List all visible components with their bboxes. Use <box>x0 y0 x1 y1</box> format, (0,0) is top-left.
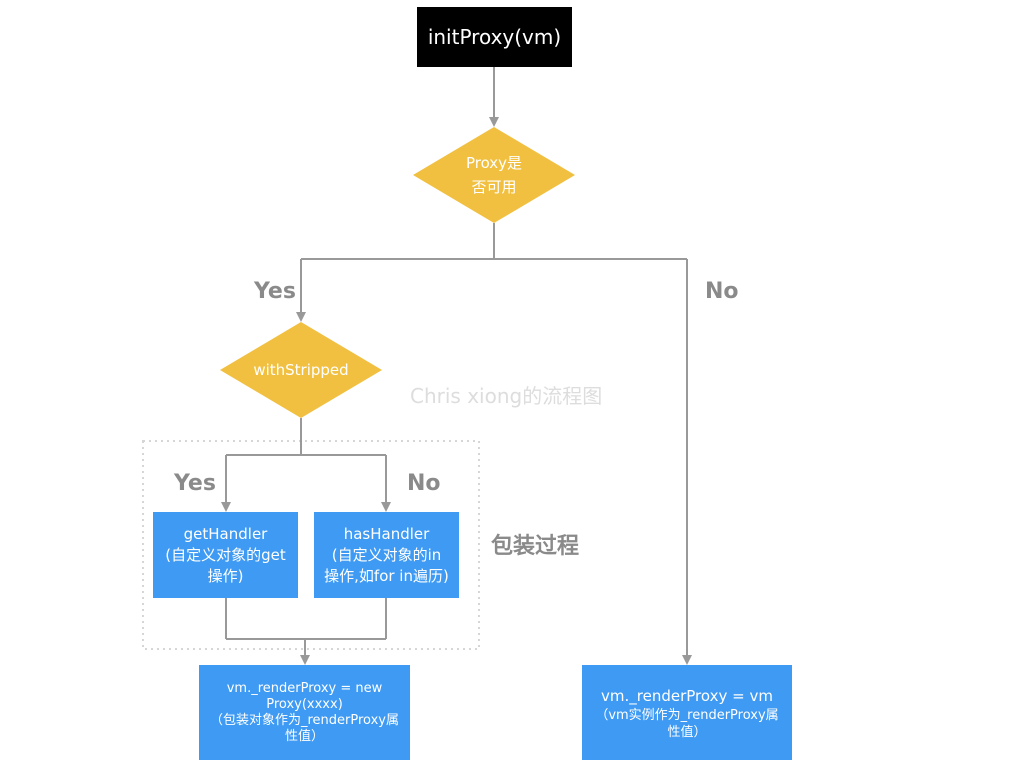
proxy-result-line-3: （包装对象作为_renderProxy属 <box>209 712 399 728</box>
has-handler-box: hasHandler (自定义对象的in 操作,如for in遍历) <box>314 512 459 598</box>
proxy-available-diamond <box>413 127 575 223</box>
proxy-available-line-1: Proxy是 <box>465 154 523 172</box>
get-handler-line-3: 操作) <box>207 566 244 585</box>
stripped-no-label: No <box>407 471 441 496</box>
render-proxy-new-proxy-box: vm._renderProxy = new Proxy(xxxx) （包装对象作… <box>199 665 410 760</box>
proxy-yes-label: Yes <box>254 279 296 304</box>
render-proxy-vm-box: vm._renderProxy = vm （vm实例作为_renderProxy… <box>582 665 792 760</box>
init-proxy-label: initProxy(vm) <box>427 25 562 49</box>
proxy-available-decision: Proxy是 否可用 <box>434 151 554 199</box>
proxy-result-line-2: Proxy(xxxx) <box>266 696 343 712</box>
init-proxy-start-node: initProxy(vm) <box>417 7 572 67</box>
with-stripped-diamond <box>220 322 382 418</box>
proxy-result-line-1: vm._renderProxy = new <box>226 680 383 696</box>
proxy-result-line-4: 性值） <box>284 728 324 744</box>
has-handler-line-2: (自定义对象的in <box>331 545 442 564</box>
proxy-no-label: No <box>705 279 739 304</box>
proxy-available-line-2: 否可用 <box>471 178 517 196</box>
with-stripped-decision: withStripped <box>236 358 366 382</box>
wrapping-process-label: 包装过程 <box>491 534 580 559</box>
has-handler-line-3: 操作,如for in遍历) <box>324 566 449 585</box>
vm-result-line-3: 性值） <box>667 724 707 740</box>
vm-result-line-2: （vm实例作为_renderProxy属 <box>595 707 779 723</box>
get-handler-box: getHandler (自定义对象的get 操作) <box>153 512 298 598</box>
wrapping-group-box <box>142 440 480 650</box>
has-handler-line-1: hasHandler <box>343 524 430 543</box>
with-stripped-label: withStripped <box>253 361 349 379</box>
stripped-yes-label: Yes <box>174 471 216 496</box>
get-handler-line-1: getHandler <box>183 524 268 543</box>
vm-result-line-1: vm._renderProxy = vm <box>601 686 773 705</box>
get-handler-line-2: (自定义对象的get <box>165 545 286 564</box>
watermark-text: Chris xiong的流程图 <box>410 384 603 408</box>
